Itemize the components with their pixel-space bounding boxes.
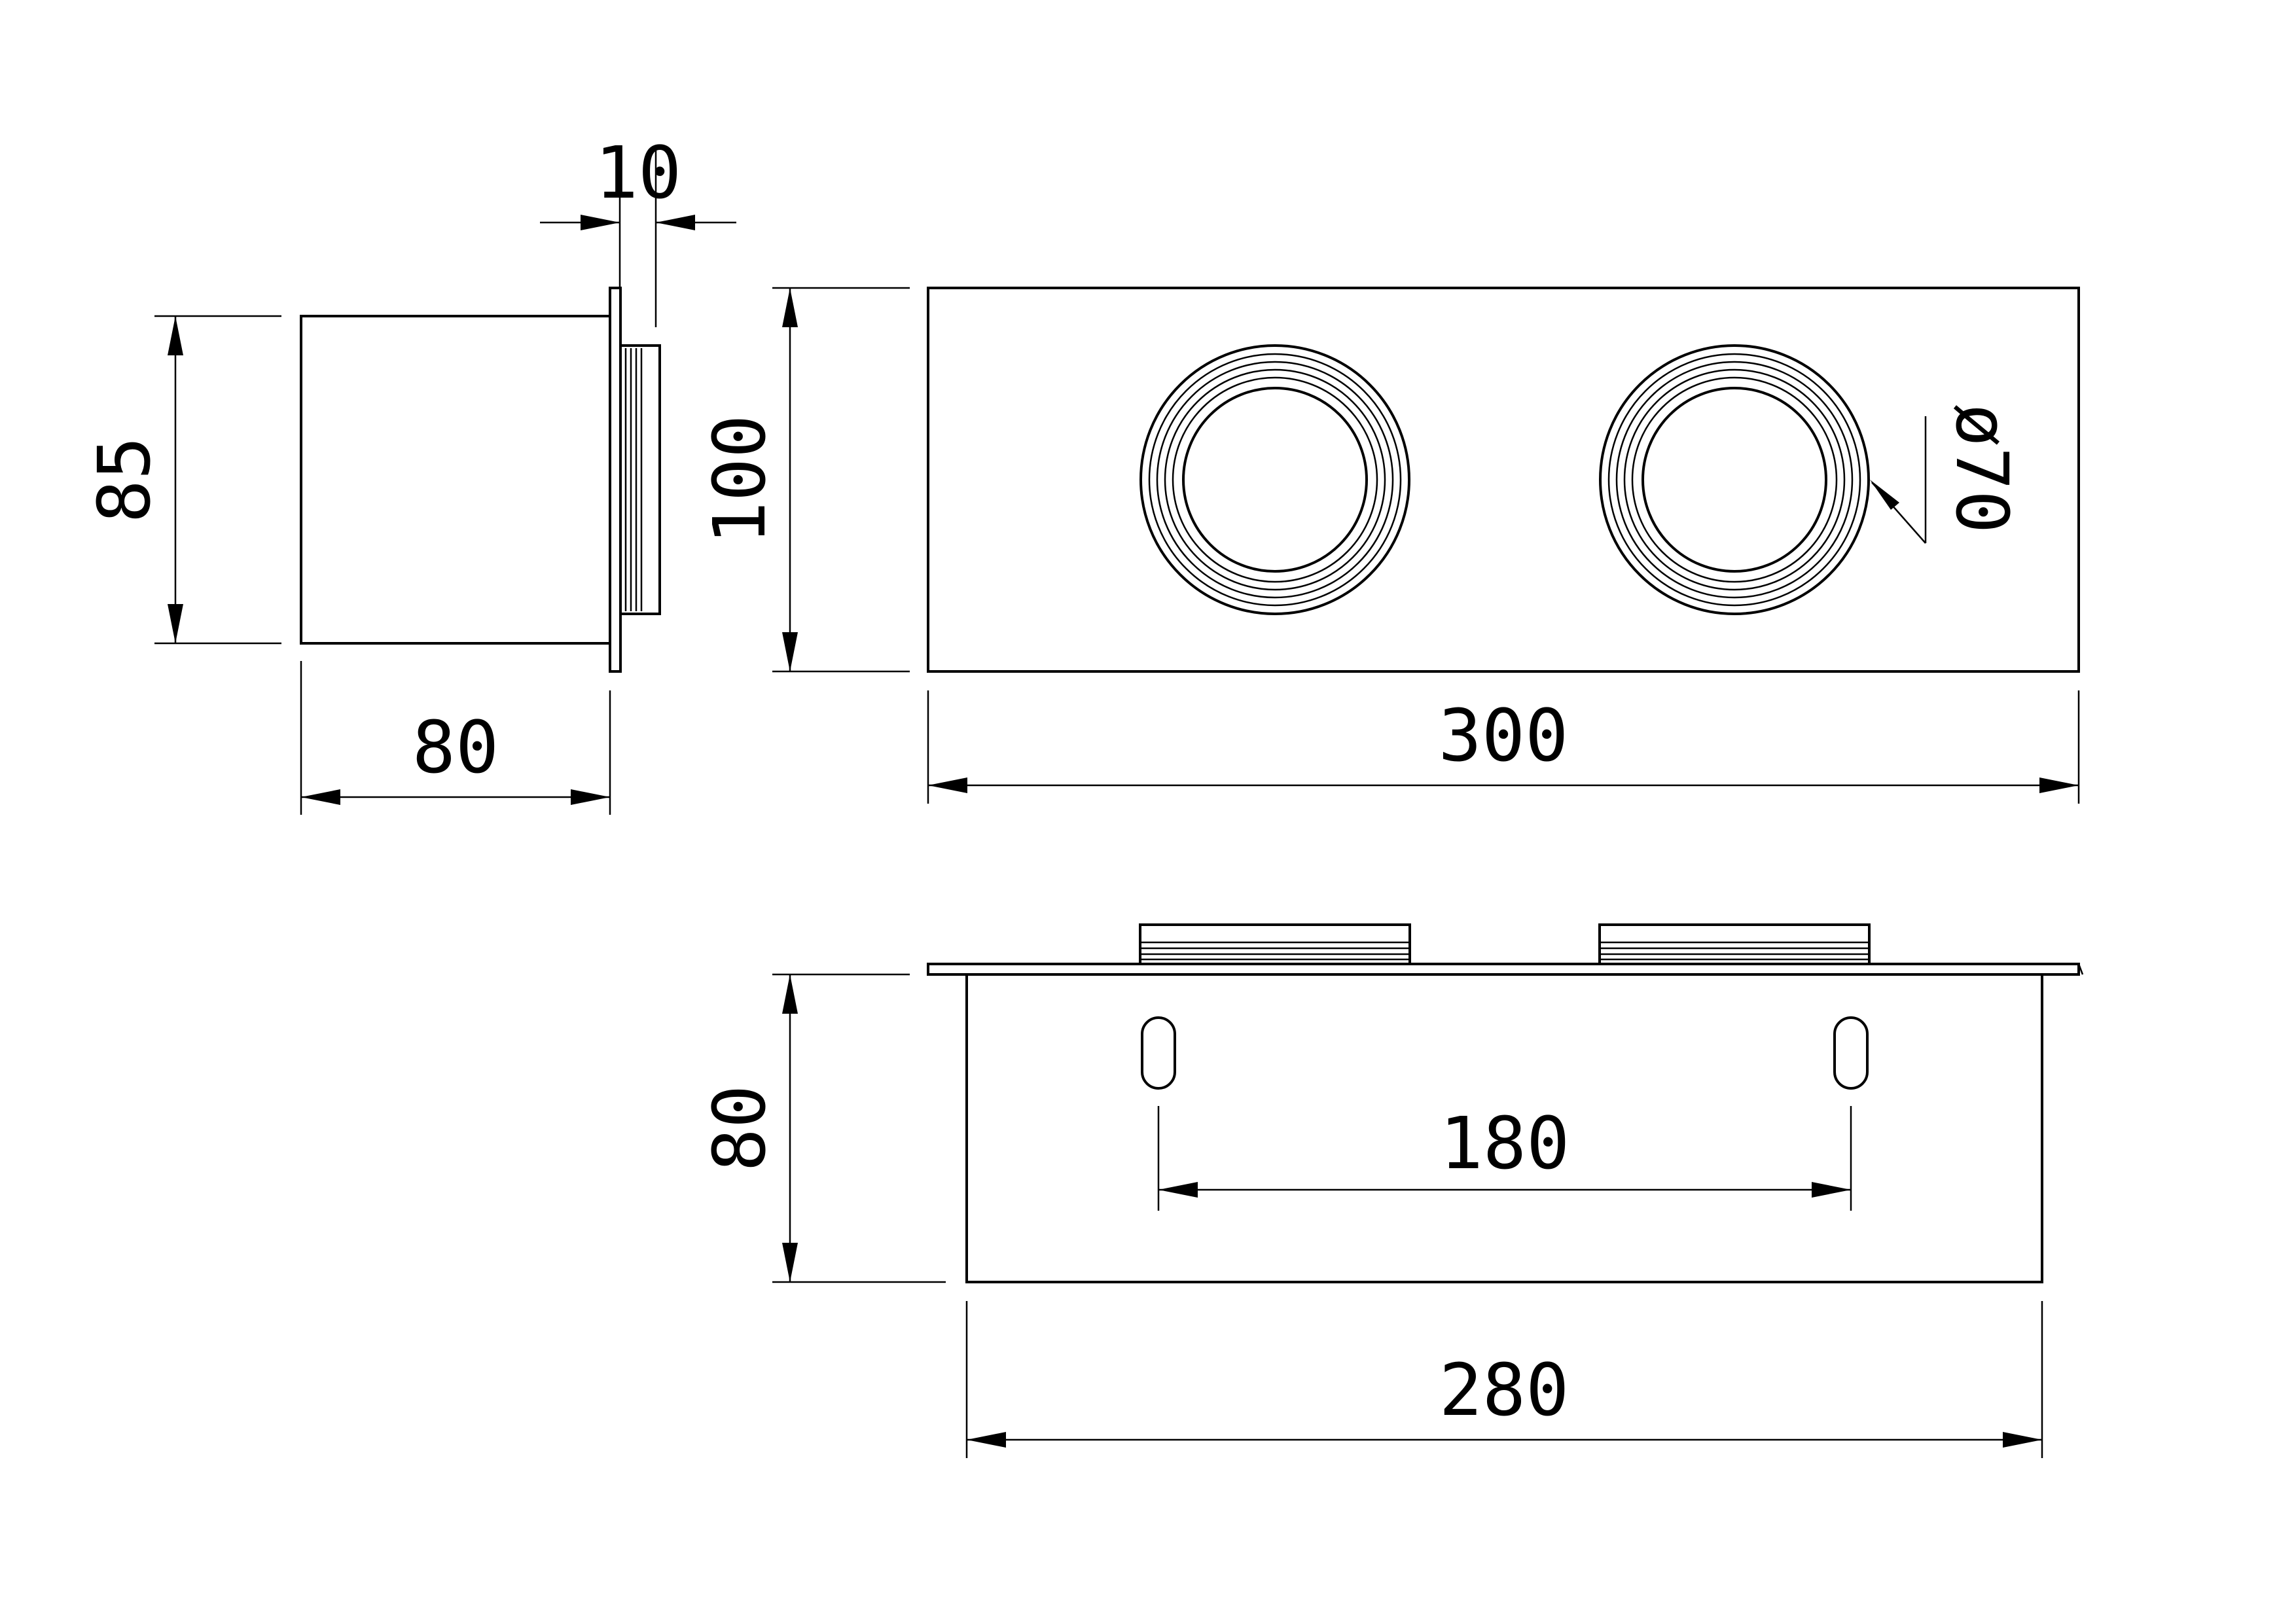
side-body <box>300 315 611 645</box>
dimension-label-hole-diameter: ø70 <box>1940 404 2024 534</box>
dimension-front-height: 100 <box>698 287 910 673</box>
dimension-side-depth: 80 <box>300 661 611 815</box>
dimension-label-bottom-width: 280 <box>1439 1348 1570 1432</box>
dimension-front-width: 300 <box>927 690 2080 804</box>
bottom-body <box>965 973 2043 1283</box>
dimension-bottom-width: 280 <box>965 1301 2043 1458</box>
dimension-label-front-height: 100 <box>698 415 781 545</box>
front-view: ø70 100 300 <box>698 287 2080 804</box>
dimension-bottom-height: 80 <box>698 973 946 1283</box>
front-plate <box>927 287 2080 673</box>
bottom-view: 180 80 280 <box>698 923 2084 1458</box>
bottom-flange <box>927 963 2080 976</box>
dimension-label-side-depth: 80 <box>412 705 499 789</box>
hole-right <box>1599 344 1870 615</box>
slot-left <box>1141 1016 1176 1090</box>
boss-left <box>1139 923 1411 965</box>
dimension-hole-diameter: ø70 <box>1870 404 2024 544</box>
side-view: 85 10 80 <box>82 131 736 815</box>
side-thread-boss <box>619 344 661 615</box>
slot-right <box>1833 1016 1869 1090</box>
hole-left <box>1139 344 1410 615</box>
side-flange <box>609 287 622 673</box>
dimension-label-front-width: 300 <box>1439 694 1569 777</box>
dimension-slot-spacing: 180 <box>1157 1101 1852 1211</box>
dimension-flange-thickness: 10 <box>540 131 736 327</box>
boss-right <box>1598 923 1871 965</box>
dimension-label-flange-thickness: 10 <box>595 131 681 215</box>
dimension-side-height: 85 <box>82 315 281 645</box>
dimension-label-side-height: 85 <box>82 437 166 523</box>
dimension-label-bottom-height: 80 <box>698 1085 781 1171</box>
dimension-label-slot-spacing: 180 <box>1440 1101 1570 1185</box>
